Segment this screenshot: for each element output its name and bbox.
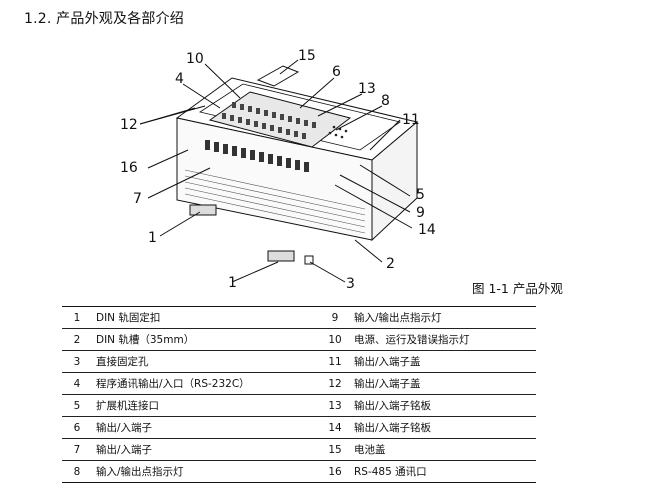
part-number: 12 — [320, 372, 350, 395]
callout-12: 12 — [120, 117, 138, 133]
callout-13: 13 — [358, 81, 376, 97]
table-row: 1 DIN 轨固定扣 9 输入/输出点指示灯 — [62, 306, 536, 329]
table-row: 6 输出/入端子 14 输出/入端子铭板 — [62, 416, 536, 439]
callout-5: 5 — [416, 187, 425, 203]
product-figure: 15 10 4 6 13 8 12 11 16 7 5 9 14 1 2 1 3 — [120, 48, 436, 292]
part-number: 5 — [62, 394, 92, 417]
callout-14: 14 — [418, 222, 436, 238]
part-number: 1 — [62, 306, 92, 329]
part-number: 15 — [320, 438, 350, 461]
part-name: 输入/输出点指示灯 — [92, 460, 320, 483]
part-name: 输出/入端子铭板 — [350, 394, 536, 417]
callout-4: 4 — [175, 71, 184, 87]
callout-10: 10 — [186, 51, 204, 67]
callout-9: 9 — [416, 205, 425, 221]
part-number: 14 — [320, 416, 350, 439]
table-row: 7 输出/入端子 15 电池盖 — [62, 438, 536, 461]
part-name: RS-485 通讯口 — [350, 460, 536, 483]
part-number: 4 — [62, 372, 92, 395]
part-name: DIN 轨槽（35mm） — [92, 328, 320, 351]
part-name: 程序通讯输出/入口（RS-232C） — [92, 372, 320, 395]
part-name: 电源、运行及错误指示灯 — [350, 328, 536, 351]
callout-15: 15 — [298, 48, 316, 64]
part-number: 6 — [62, 416, 92, 439]
callout-8: 8 — [381, 93, 390, 109]
part-name: 输出/入端子 — [92, 438, 320, 461]
table-row: 3 直接固定孔 11 输出/入端子盖 — [62, 350, 536, 373]
plc-drawing: 15 10 4 6 13 8 12 11 16 7 5 9 14 1 2 1 3 — [120, 48, 436, 292]
part-name: 电池盖 — [350, 438, 536, 461]
callout-11: 11 — [402, 112, 420, 128]
part-name: 输入/输出点指示灯 — [350, 306, 536, 329]
part-name: 输出/入端子盖 — [350, 372, 536, 395]
part-name: 输出/入端子盖 — [350, 350, 536, 373]
callout-7: 7 — [133, 191, 142, 207]
table-row: 2 DIN 轨槽（35mm） 10 电源、运行及错误指示灯 — [62, 328, 536, 351]
part-number: 10 — [320, 328, 350, 351]
parts-table: 1 DIN 轨固定扣 9 输入/输出点指示灯 2 DIN 轨槽（35mm） 10… — [62, 306, 536, 483]
part-name: 输出/入端子 — [92, 416, 320, 439]
part-number: 7 — [62, 438, 92, 461]
part-number: 8 — [62, 460, 92, 483]
figure-caption: 图 1-1 产品外观 — [472, 281, 563, 296]
part-number: 13 — [320, 394, 350, 417]
part-number: 16 — [320, 460, 350, 483]
part-name: 扩展机连接口 — [92, 394, 320, 417]
part-number: 2 — [62, 328, 92, 351]
part-number: 3 — [62, 350, 92, 373]
callout-3: 3 — [346, 276, 355, 292]
callout-16: 16 — [120, 160, 138, 176]
section-heading: 1.2. 产品外观及各部介绍 — [24, 11, 184, 27]
table-row: 4 程序通讯输出/入口（RS-232C） 12 输出/入端子盖 — [62, 372, 536, 395]
callout-2: 2 — [386, 256, 395, 272]
part-number: 11 — [320, 350, 350, 373]
part-name: DIN 轨固定扣 — [92, 306, 320, 329]
callout-6: 6 — [332, 64, 341, 80]
part-name: 输出/入端子铭板 — [350, 416, 536, 439]
callout-1-lower: 1 — [228, 275, 237, 291]
part-name: 直接固定孔 — [92, 350, 320, 373]
table-row: 5 扩展机连接口 13 输出/入端子铭板 — [62, 394, 536, 417]
table-row: 8 输入/输出点指示灯 16 RS-485 通讯口 — [62, 460, 536, 483]
part-number: 9 — [320, 306, 350, 329]
callout-1-upper: 1 — [148, 230, 157, 246]
